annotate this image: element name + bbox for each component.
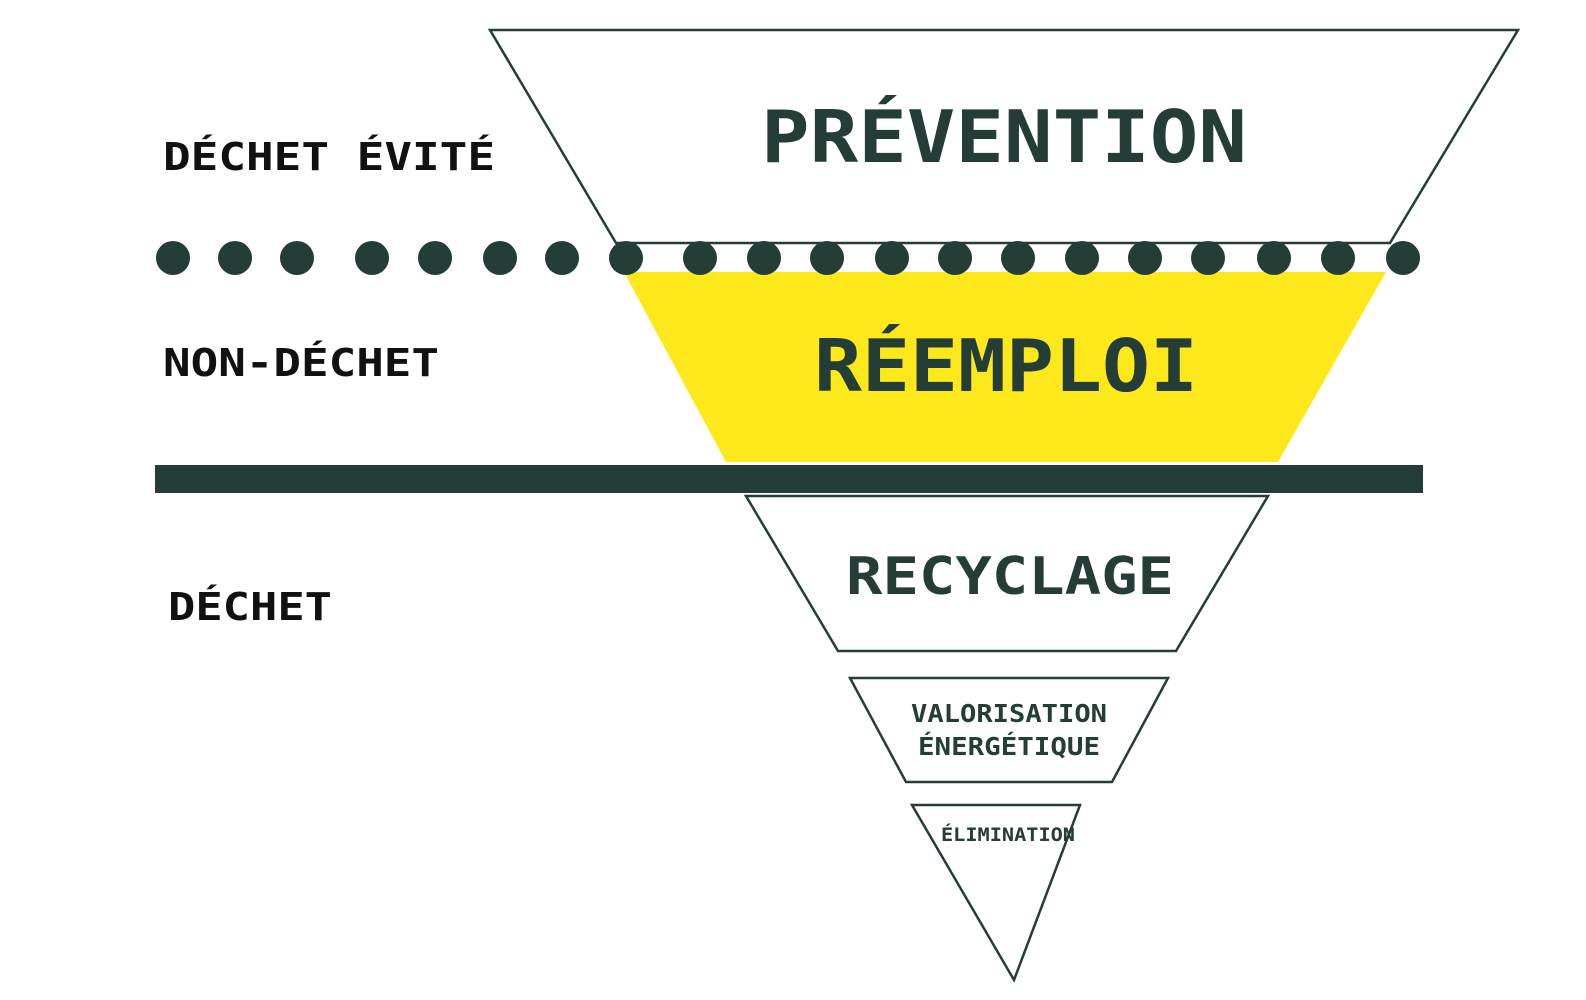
- dotted-separator: [156, 241, 1420, 275]
- waste-label: DÉCHET: [168, 585, 332, 629]
- energy-recovery-label-line2: ÉNERGÉTIQUE: [918, 732, 1100, 761]
- prevention-tier: [487, 28, 1521, 245]
- separator-dot: [418, 241, 452, 275]
- recycling-tier: [743, 494, 1271, 653]
- separator-dot: [280, 241, 314, 275]
- separator-dot: [156, 241, 190, 275]
- disposal-label: ÉLIMINATION: [941, 823, 1075, 846]
- separator-dot: [1386, 241, 1420, 275]
- separator-dot: [1065, 241, 1099, 275]
- separator-dot: [1321, 241, 1355, 275]
- separator-dot: [218, 241, 252, 275]
- separator-dot: [1128, 241, 1162, 275]
- separator-dot: [875, 241, 909, 275]
- energy-recovery-label-line1: VALORISATION: [911, 699, 1107, 728]
- separator-dot: [938, 241, 972, 275]
- disposal-tier: [909, 803, 1082, 983]
- non-waste-label: NON-DÉCHET: [163, 341, 439, 385]
- reuse-tier: [624, 272, 1386, 462]
- separator-dot: [810, 241, 844, 275]
- energy-recovery-tier: [847, 676, 1171, 784]
- separator-dot: [355, 241, 389, 275]
- separator-dot: [1001, 241, 1035, 275]
- separator-dot: [747, 241, 781, 275]
- reuse-label: RÉEMPLOI: [814, 324, 1198, 408]
- separator-dot: [545, 241, 579, 275]
- waste-threshold-bar: [155, 465, 1423, 493]
- separator-dot: [609, 241, 643, 275]
- avoided-waste-label: DÉCHET ÉVITÉ: [163, 135, 495, 179]
- separator-dot: [483, 241, 517, 275]
- prevention-label: PRÉVENTION: [761, 95, 1247, 179]
- recycling-label: RECYCLAGE: [846, 547, 1174, 607]
- separator-dot: [1257, 241, 1291, 275]
- separator-dot: [683, 241, 717, 275]
- separator-dot: [1191, 241, 1225, 275]
